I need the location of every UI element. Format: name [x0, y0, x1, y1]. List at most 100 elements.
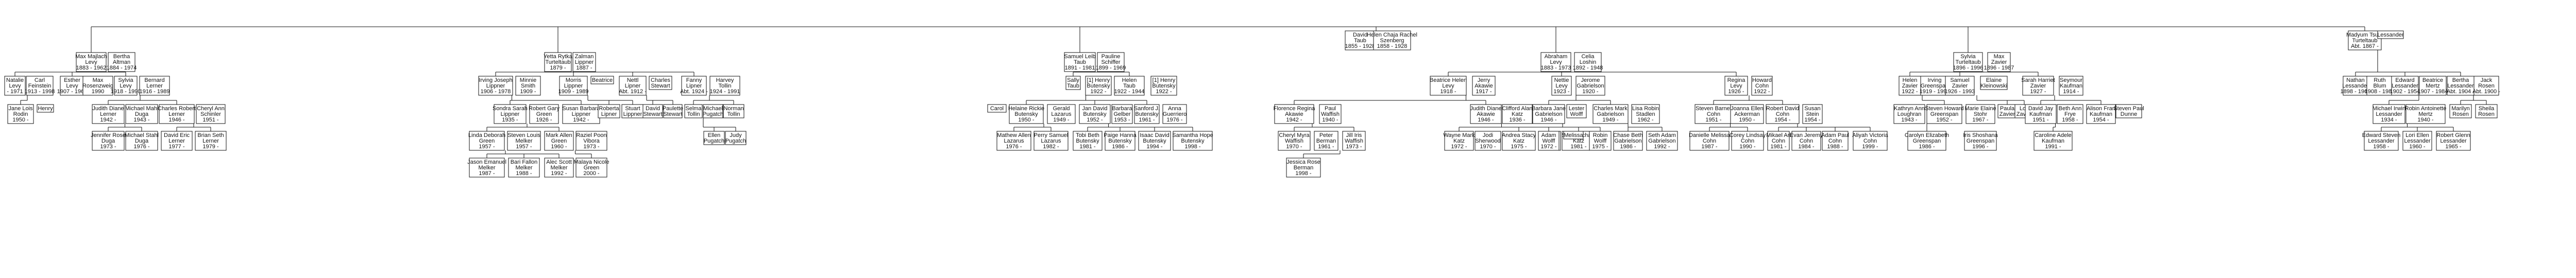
- person-box-text: Kaufman: [2090, 111, 2112, 117]
- person-box-text: Zavier: [1991, 59, 2007, 65]
- person-box-frame: [1766, 104, 1800, 124]
- person-box-text: 1855 - 1928: [1345, 43, 1376, 49]
- person-box-frame: [1373, 30, 1411, 50]
- person-box-text: Jan David: [1082, 106, 1108, 112]
- person-box-text: 1986 -: [1919, 144, 1935, 150]
- person-box-text: Jill Iris: [1346, 132, 1362, 138]
- person-box-text: Jessica Rose: [1286, 159, 1320, 165]
- person-box-text: Stewart: [651, 83, 670, 89]
- person-box-text: Lippner: [501, 111, 520, 117]
- person-box-text: Zavier: [1952, 83, 1968, 89]
- person-box-text: Robin: [1593, 132, 1608, 138]
- person-box-text: Nettie: [1554, 77, 1569, 83]
- person-box-text: 1907 - 1962: [57, 89, 88, 95]
- person-box-text: Anna: [1168, 106, 1182, 112]
- person-box-text: Michael Irwin: [2372, 106, 2405, 112]
- person-box-text: 1916 - 1989: [140, 89, 170, 95]
- person-box-text: 1943 -: [1901, 117, 1918, 123]
- person-box-frame: [1566, 104, 1587, 118]
- person-box-frame: [92, 104, 125, 124]
- person-box-text: 1883 - 1962: [76, 65, 107, 71]
- person-box-frame: [1345, 30, 1376, 50]
- person-box-frame: [2343, 76, 2368, 96]
- person-box-text: Vibora: [583, 138, 600, 144]
- person-box-frame: [2115, 104, 2142, 118]
- person-box-text: Butensky: [1152, 83, 1176, 89]
- person-box-frame: [1286, 158, 1321, 178]
- person-box-frame: [1073, 131, 1103, 151]
- person-box-text: Rodin: [13, 111, 28, 117]
- person-box-text: Robert Glenn: [2436, 132, 2470, 138]
- person-box-text: Turteltaub: [2352, 38, 2377, 44]
- person-box-text: - 1971: [7, 89, 23, 95]
- person-box-text: Gerald: [1053, 106, 1070, 112]
- person-box-frame: [1111, 104, 1133, 124]
- person-box-text: 1902 - 1954: [2390, 89, 2420, 95]
- person-box-text: Stadlen: [1636, 111, 1655, 117]
- person-box-text: Charles Mark: [1594, 106, 1628, 112]
- person-box-text: Minnie: [520, 77, 536, 83]
- person-box-text: Smith: [521, 83, 535, 89]
- person-box-text: Sylvia: [1960, 54, 1976, 60]
- person-box-text: Greenspan: [1967, 138, 1994, 144]
- person-box-frame: [26, 76, 54, 96]
- person-box-text: 1953 -: [1114, 117, 1130, 123]
- person-box-frame: [195, 131, 227, 151]
- person-box-text: 1951 -: [202, 117, 219, 123]
- person-box-text: Norman: [723, 106, 743, 112]
- person-box-frame: [1551, 76, 1572, 96]
- person-box-text: Cohn: [1755, 83, 1769, 89]
- person-box-text: 1975 -: [1511, 144, 1527, 150]
- person-box-text: Iris Shoshana: [1963, 132, 1998, 138]
- person-box-text: Harvey: [716, 77, 734, 83]
- person-box-frame: [1731, 131, 1764, 151]
- person-box-text: Robert David: [1766, 106, 1799, 112]
- person-box-text: Aliyah Victoria: [1852, 132, 1888, 138]
- person-box-text: Corey Lindsay: [1730, 132, 1766, 138]
- person-box-text: [1] Henry: [1153, 77, 1176, 83]
- person-box-frame: [2025, 104, 2057, 124]
- person-box-text: 1952 -: [1087, 117, 1103, 123]
- person-box-text: Max Majlach: [75, 54, 107, 60]
- person-box-text: David: [646, 106, 660, 112]
- person-box-text: Sanford J.: [1134, 106, 1160, 112]
- person-box-text: Paul: [1325, 106, 1336, 112]
- person-box-text: 1973 -: [1346, 144, 1362, 150]
- person-box-text: 1987 -: [1701, 144, 1718, 150]
- person-box-frame: [1920, 76, 1949, 96]
- person-box-frame: [1138, 131, 1171, 151]
- person-box-text: Greenspan: [1930, 111, 1958, 117]
- person-box-text: 1950 -: [12, 117, 29, 123]
- person-box-text: Alison Fran: [2087, 106, 2115, 112]
- person-box: Lessander: [2377, 30, 2404, 39]
- person-box-text: Frye: [2064, 111, 2076, 117]
- person-box-text: Marie Elaine: [1964, 106, 1996, 112]
- person-box-text: Charles Robert: [158, 106, 196, 112]
- person-box-frame: [723, 104, 744, 118]
- person-box-text: Lessander: [2377, 32, 2404, 38]
